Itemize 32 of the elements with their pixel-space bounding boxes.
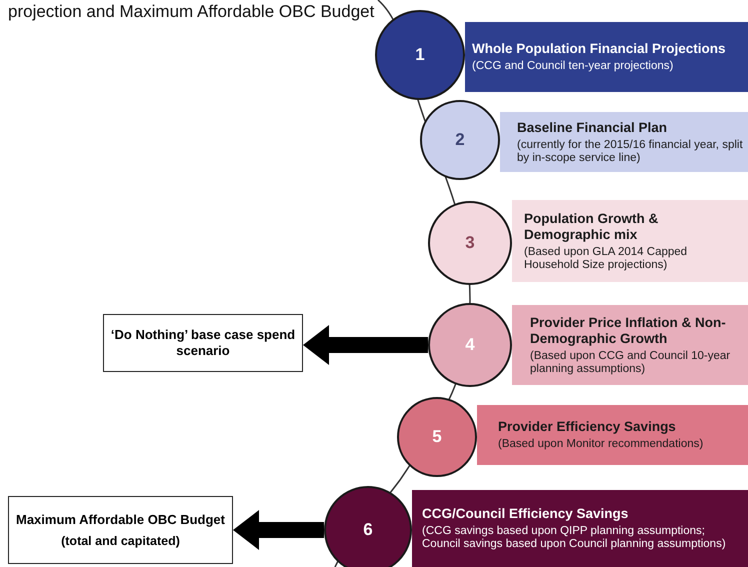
step-band bbox=[500, 112, 748, 172]
step-heading: Provider Efficiency Savings bbox=[498, 419, 677, 435]
arrow bbox=[233, 510, 324, 550]
step-number-circle: 1 bbox=[375, 10, 465, 100]
step-band bbox=[465, 22, 748, 92]
step-band bbox=[477, 405, 748, 465]
result-box bbox=[103, 314, 303, 372]
result-title: Maximum Affordable OBC Budget bbox=[16, 512, 225, 528]
step-band bbox=[412, 490, 748, 567]
step-number-circle: 2 bbox=[420, 100, 500, 180]
diagram-title: projection and Maximum Affordable OBC Budget bbox=[8, 2, 374, 22]
step-description: (CCG and Council ten-year projections) bbox=[472, 60, 674, 73]
step-number-circle: 4 bbox=[428, 303, 512, 387]
step-band bbox=[512, 305, 748, 385]
step-number-circle: 5 bbox=[397, 397, 477, 477]
result-note: (total and capitated) bbox=[61, 532, 180, 548]
step-number-circle: 6 bbox=[324, 486, 412, 567]
step-description: (Based upon CCG and Council 10-year planning assumptions) bbox=[530, 350, 732, 376]
result-box bbox=[8, 496, 233, 564]
step-heading: Population Growth & Demographic mix bbox=[524, 210, 660, 242]
step-heading: Baseline Financial Plan bbox=[517, 120, 668, 136]
step-description: (CCG savings based upon QIPP planning assumptions; Council savings based upon Council planning assumptions) bbox=[422, 525, 727, 551]
step-heading: CCG/Council Efficiency Savings bbox=[422, 506, 630, 522]
step-description: (Based upon Monitor recommendations) bbox=[498, 438, 704, 451]
step-band bbox=[512, 200, 748, 282]
step-description: (Based upon GLA 2014 Capped Household Size projections) bbox=[524, 246, 688, 272]
arrow bbox=[303, 325, 428, 365]
result-title: ‘Do Nothing’ base case spend scenario bbox=[110, 327, 296, 359]
step-heading: Whole Population Financial Projections bbox=[472, 41, 727, 57]
step-description: (currently for the 2015/16 financial year, split by in-scope service line) bbox=[517, 138, 744, 164]
step-number-circle: 3 bbox=[428, 201, 512, 285]
step-heading: Provider Price Inflation & Non-Demographic Growth bbox=[530, 314, 727, 346]
